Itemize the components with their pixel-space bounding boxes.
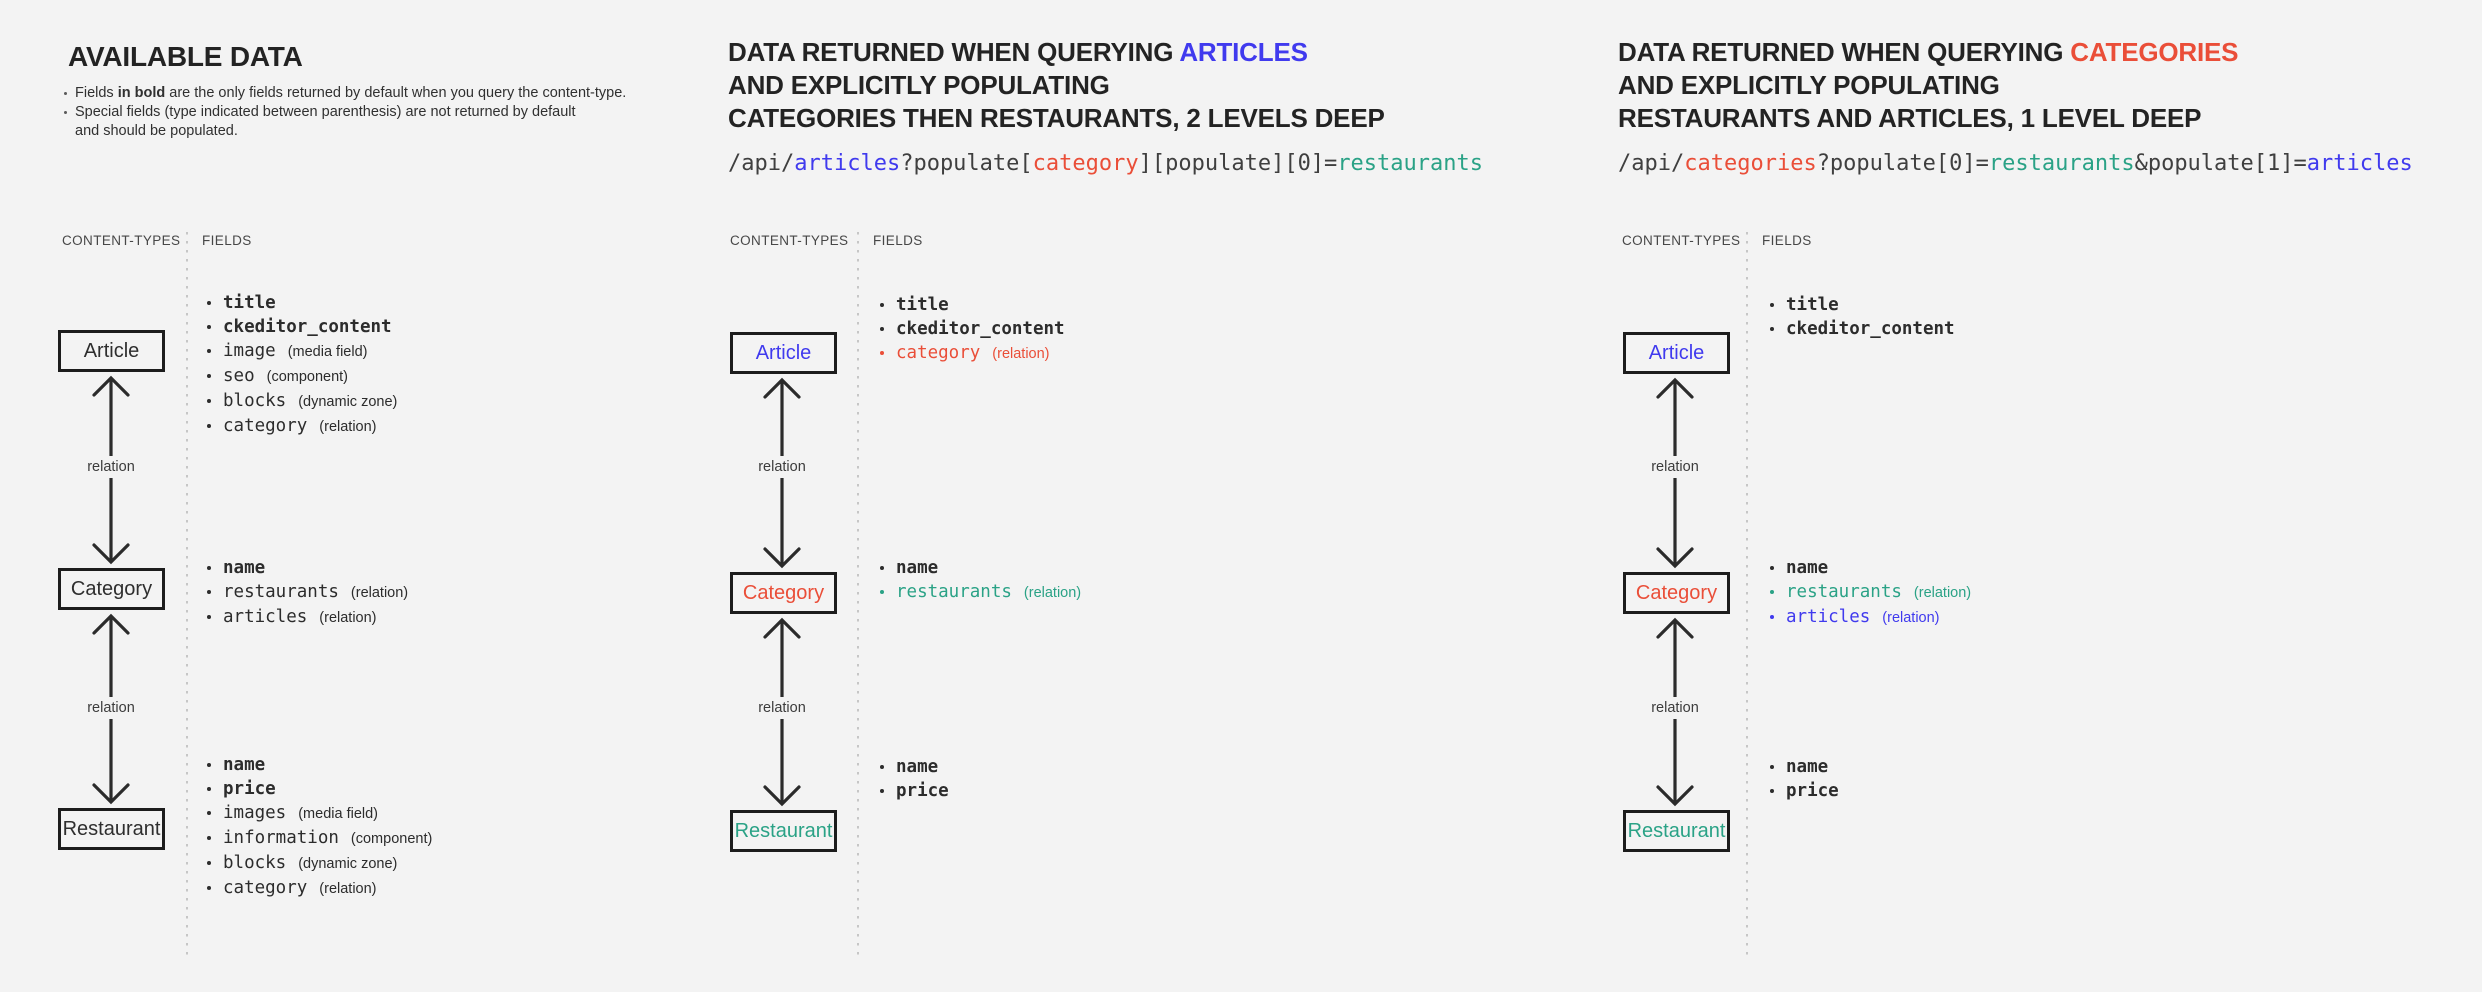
field-item: category(relation) — [878, 341, 1065, 366]
legend-note: Special fields (type indicated between p… — [62, 103, 702, 122]
content-type-box-category: Category — [730, 572, 837, 614]
field-item: name — [878, 755, 949, 779]
relation-label: relation — [81, 697, 141, 719]
page-title: DATA RETURNED WHEN QUERYING ARTICLES AND… — [728, 36, 1385, 135]
field-item: ckeditor_content — [1768, 317, 1955, 341]
field-item: category(relation) — [205, 414, 397, 439]
field-item: name — [205, 753, 432, 777]
content-type-box-article: Article — [730, 332, 837, 374]
title-line: DATA RETURNED WHEN QUERYING ARTICLES — [728, 37, 1308, 67]
field-item: image(media field) — [205, 339, 397, 364]
relation-label: relation — [1645, 697, 1705, 719]
page-title: DATA RETURNED WHEN QUERYING CATEGORIES A… — [1618, 36, 2238, 135]
page-title: AVAILABLE DATA — [68, 41, 303, 72]
content-type-box-restaurant: Restaurant — [58, 808, 165, 850]
field-item: blocks(dynamic zone) — [205, 389, 397, 414]
content-type-box-restaurant: Restaurant — [730, 810, 837, 852]
field-list-category: name restaurants(relation) articles(rela… — [205, 556, 408, 630]
field-item: restaurants(relation) — [205, 580, 408, 605]
field-item: title — [205, 291, 397, 315]
column-divider — [857, 232, 859, 958]
content-types-header: CONTENT-TYPES — [62, 233, 181, 248]
field-item: title — [878, 293, 1065, 317]
field-item: price — [205, 777, 432, 801]
relation-label: relation — [752, 456, 812, 478]
relation-label: relation — [81, 456, 141, 478]
field-item: ckeditor_content — [878, 317, 1065, 341]
legend-notes: Fields in bold are the only fields retur… — [62, 84, 702, 141]
relation-label: relation — [1645, 456, 1705, 478]
field-item: restaurants(relation) — [878, 580, 1081, 605]
field-list-category: name restaurants(relation) articles(rela… — [1768, 556, 1971, 630]
field-item: name — [205, 556, 408, 580]
title-line: CATEGORIES THEN RESTAURANTS, 2 LEVELS DE… — [728, 103, 1385, 133]
fields-header: FIELDS — [873, 233, 923, 248]
field-item: price — [1768, 779, 1839, 803]
fields-header: FIELDS — [202, 233, 252, 248]
title-line: DATA RETURNED WHEN QUERYING CATEGORIES — [1618, 37, 2239, 67]
field-item: blocks(dynamic zone) — [205, 851, 432, 876]
relation-label: relation — [752, 697, 812, 719]
content-type-box-category: Category — [58, 568, 165, 610]
field-item: images(media field) — [205, 801, 432, 826]
field-item: information(component) — [205, 826, 432, 851]
title-line: RESTAURANTS AND ARTICLES, 1 LEVEL DEEP — [1618, 103, 2202, 133]
api-url: /api/categories?populate[0]=restaurants&… — [1618, 151, 2413, 176]
field-item: title — [1768, 293, 1955, 317]
content-types-header: CONTENT-TYPES — [730, 233, 849, 248]
field-item: articles(relation) — [1768, 605, 1971, 630]
column-divider — [1746, 232, 1748, 958]
field-list-restaurant: name price images(media field) informati… — [205, 753, 432, 901]
content-type-box-article: Article — [1623, 332, 1730, 374]
column-divider — [186, 232, 188, 958]
field-item: restaurants(relation) — [1768, 580, 1971, 605]
field-list-article: title ckeditor_content category(relation… — [878, 293, 1065, 366]
content-type-box-restaurant: Restaurant — [1623, 810, 1730, 852]
field-item: ckeditor_content — [205, 315, 397, 339]
field-list-restaurant: name price — [1768, 755, 1839, 803]
field-item: category(relation) — [205, 876, 432, 901]
content-type-box-category: Category — [1623, 572, 1730, 614]
fields-header: FIELDS — [1762, 233, 1812, 248]
field-item: articles(relation) — [205, 605, 408, 630]
field-item: name — [1768, 556, 1971, 580]
field-item: seo(component) — [205, 364, 397, 389]
content-type-box-article: Article — [58, 330, 165, 372]
legend-note-continuation: and should be populated. — [75, 123, 238, 139]
field-item: price — [878, 779, 949, 803]
title-line: AND EXPLICITLY POPULATING — [1618, 70, 2000, 100]
field-item: name — [1768, 755, 1839, 779]
title-line: AND EXPLICITLY POPULATING — [728, 70, 1110, 100]
field-list-article: title ckeditor_content — [1768, 293, 1955, 341]
content-types-header: CONTENT-TYPES — [1622, 233, 1741, 248]
field-list-restaurant: name price — [878, 755, 949, 803]
api-url: /api/articles?populate[category][populat… — [728, 151, 1484, 176]
field-list-article: title ckeditor_content image(media field… — [205, 291, 397, 439]
legend-note: Fields in bold are the only fields retur… — [62, 84, 702, 103]
field-list-category: name restaurants(relation) — [878, 556, 1081, 605]
field-item: name — [878, 556, 1081, 580]
